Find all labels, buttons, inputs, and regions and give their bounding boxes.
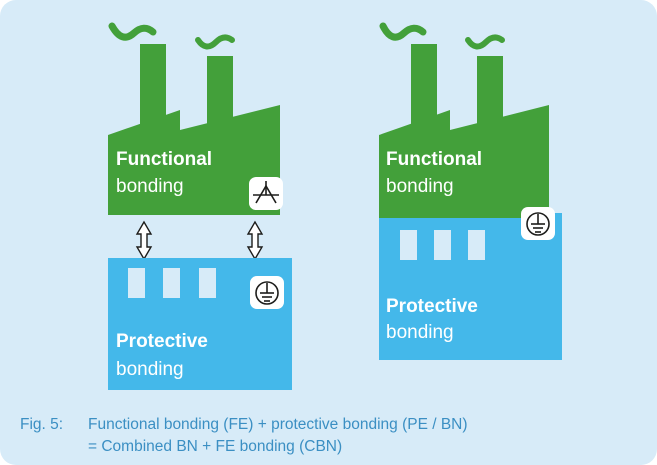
caption-line-1: Functional bonding (FE) + protective bon… [88, 416, 468, 433]
functional-earth-icon [249, 177, 283, 210]
right-functional-subtitle: bonding [386, 176, 454, 197]
caption-line-2: = Combined BN + FE bonding (CBN) [88, 438, 343, 455]
smoke-icon [379, 22, 427, 41]
right-functional-title: Functional [386, 149, 483, 170]
smoke-icon [465, 34, 505, 50]
caption-prefix: Fig. 5: [20, 416, 64, 433]
chimney-left-2 [207, 56, 233, 128]
protective-earth-icon [250, 276, 284, 309]
chimney-right-2 [477, 56, 503, 128]
window [199, 268, 216, 298]
left-functional-subtitle: bonding [116, 176, 184, 197]
smoke-icon [108, 22, 157, 41]
left-protective-title: Protective [116, 331, 208, 352]
window [163, 268, 180, 298]
chimney-left-1 [140, 44, 166, 144]
protective-earth-icon [521, 207, 555, 240]
left-protective-subtitle: bonding [116, 359, 184, 380]
smoke-icon [195, 34, 235, 50]
window [468, 230, 485, 260]
window [128, 268, 145, 298]
window [434, 230, 451, 260]
window [400, 230, 417, 260]
right-protective-subtitle: bonding [386, 322, 454, 343]
left-functional-title: Functional [116, 149, 213, 170]
double-arrow-icon [246, 220, 264, 261]
chimney-right-1 [411, 44, 437, 144]
right-protective-title: Protective [386, 296, 478, 317]
double-arrow-icon [135, 220, 153, 261]
